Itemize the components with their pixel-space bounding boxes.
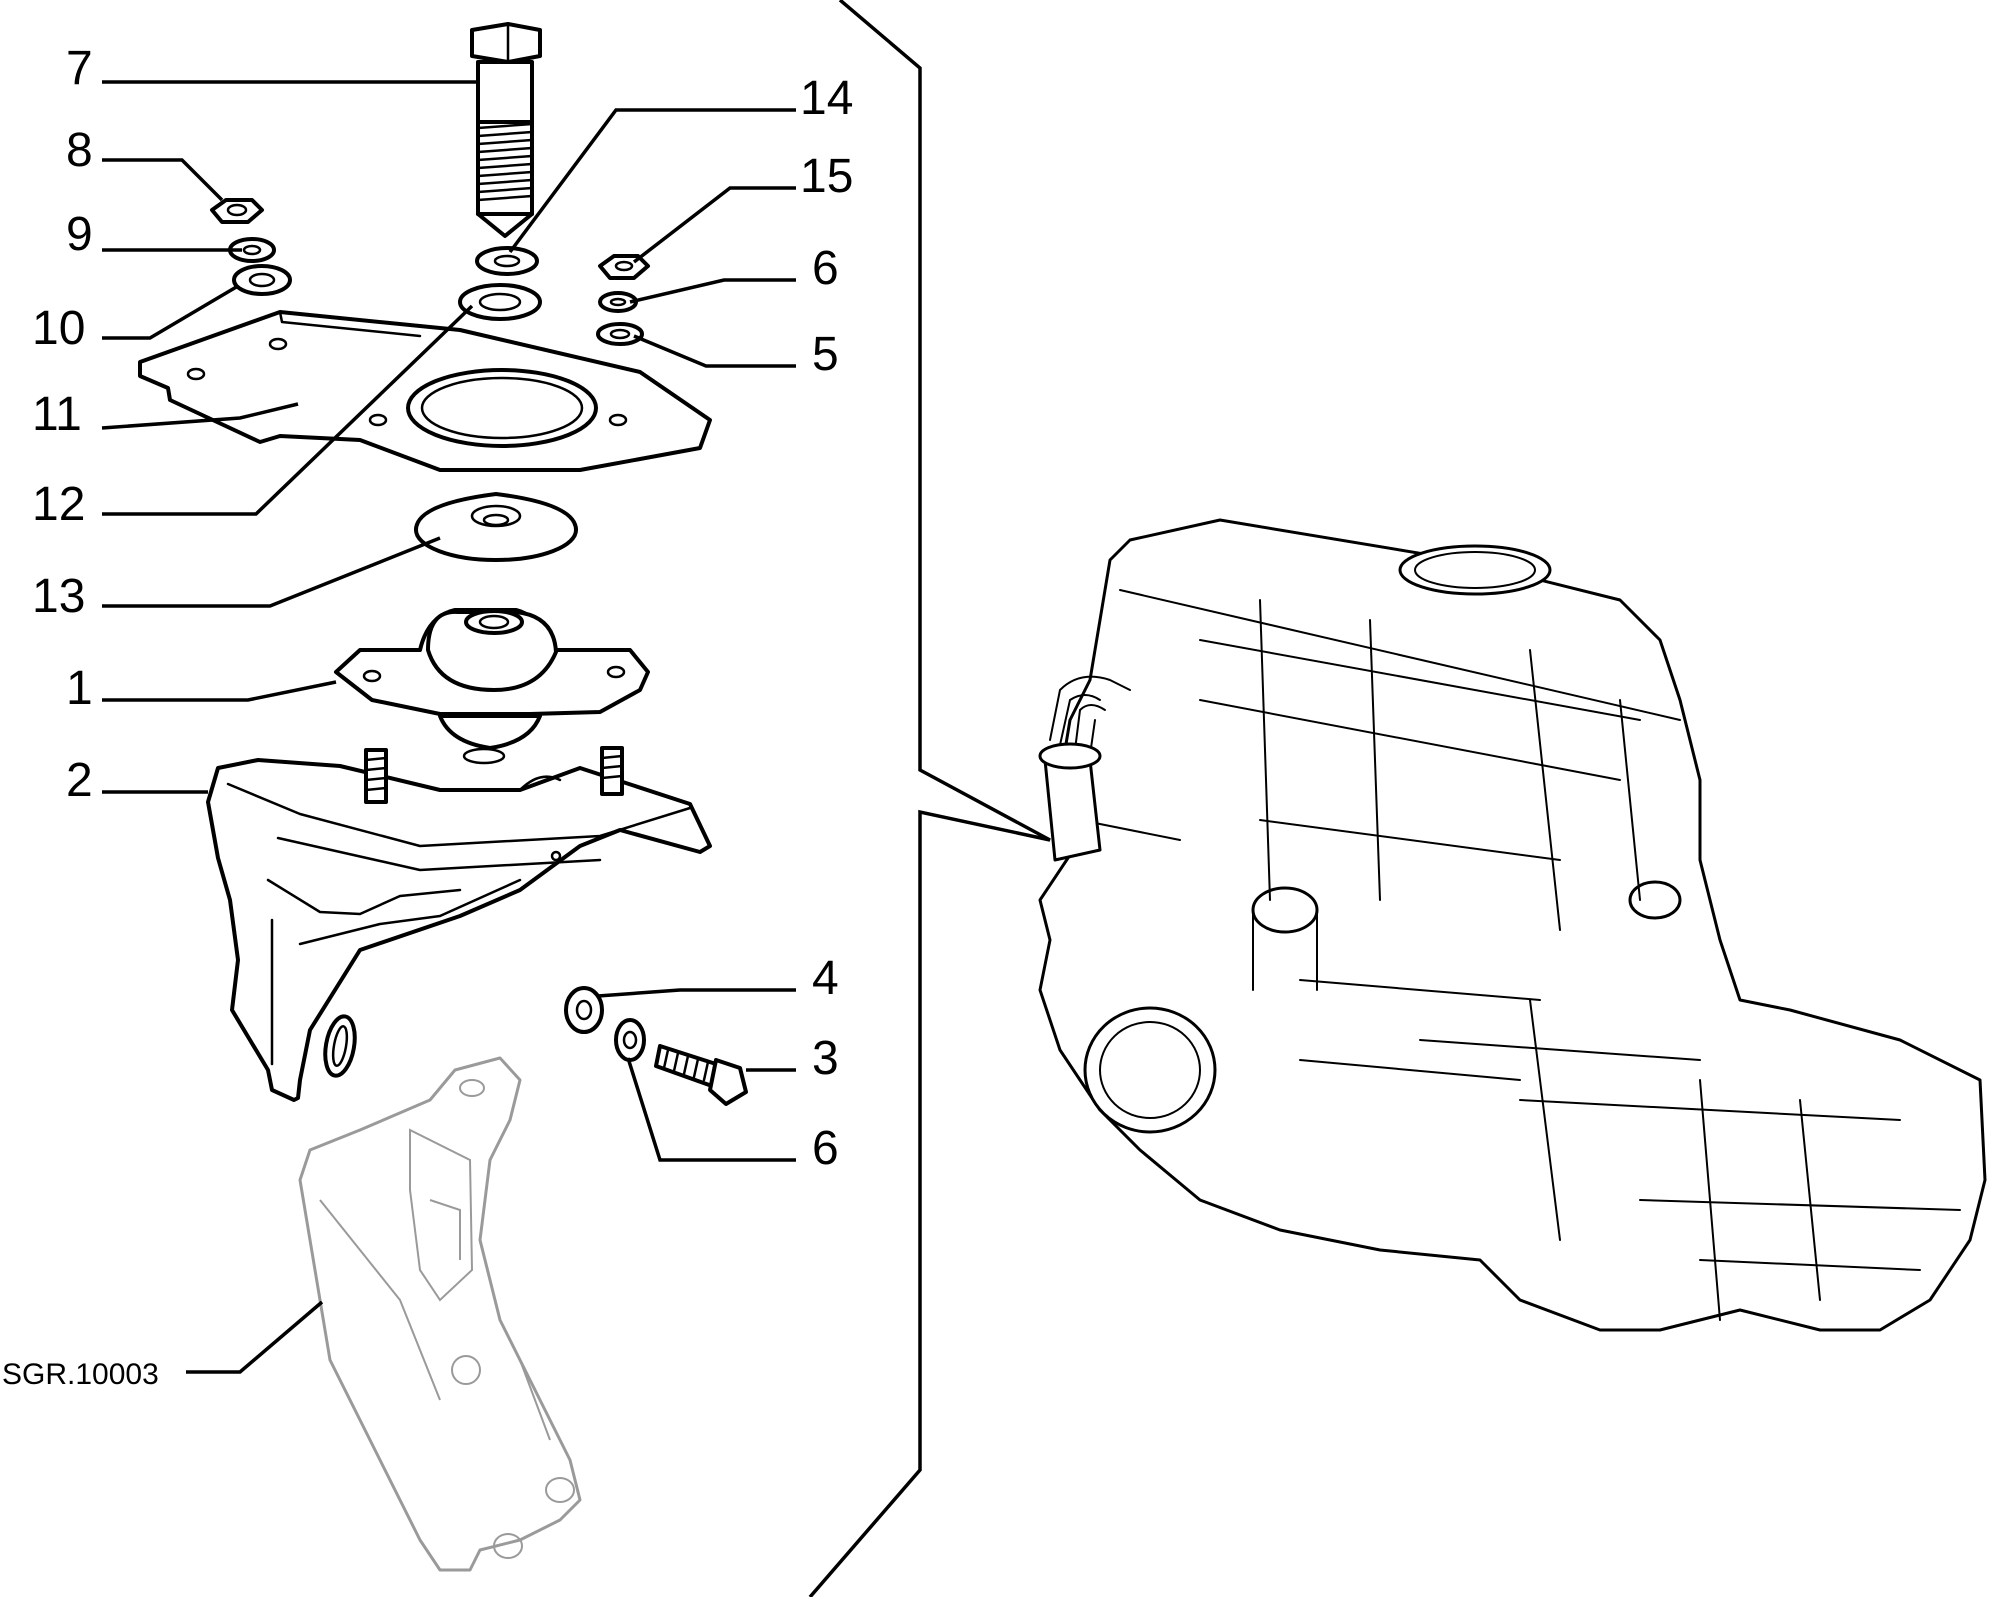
flat-washer-part-5 bbox=[596, 322, 644, 346]
spring-washer-part-6-lower bbox=[614, 1018, 646, 1062]
support-bracket-part-2 bbox=[206, 746, 712, 1102]
nut-part-8 bbox=[210, 198, 264, 224]
flat-washer-part-10 bbox=[232, 264, 292, 296]
callout-3: 3 bbox=[812, 1032, 839, 1085]
callout-7: 7 bbox=[66, 42, 93, 95]
rubber-mount-part-1 bbox=[334, 608, 650, 765]
callout-6-lower: 6 bbox=[812, 1122, 839, 1175]
callout-10: 10 bbox=[32, 302, 85, 355]
reference-bracket-ghost bbox=[298, 1056, 582, 1572]
callout-5: 5 bbox=[812, 328, 839, 381]
bolt-part-7 bbox=[470, 22, 542, 238]
flat-washer-part-12 bbox=[458, 283, 542, 321]
callout-11: 11 bbox=[32, 388, 82, 441]
callout-12: 12 bbox=[32, 478, 85, 531]
bolt-part-3 bbox=[654, 1044, 748, 1106]
flat-washer-part-4 bbox=[564, 986, 604, 1034]
nut-part-15 bbox=[598, 254, 650, 280]
callout-9: 9 bbox=[66, 208, 93, 261]
callout-8: 8 bbox=[66, 124, 93, 177]
mounting-plate-part-11 bbox=[138, 310, 712, 472]
callout-6-upper: 6 bbox=[812, 242, 839, 295]
callout-4: 4 bbox=[812, 952, 839, 1005]
reference-code-label: SGR.10003 bbox=[2, 1358, 159, 1391]
callout-1: 1 bbox=[66, 662, 93, 715]
rubber-pad-part-13 bbox=[414, 492, 578, 562]
spring-washer-part-14 bbox=[475, 246, 539, 276]
callout-13: 13 bbox=[32, 570, 85, 623]
section-divider bbox=[808, 0, 1051, 1597]
gearbox-assembly bbox=[1038, 518, 1987, 1332]
callout-14: 14 bbox=[800, 72, 853, 125]
leader-lines bbox=[101, 80, 796, 1374]
callout-15: 15 bbox=[800, 150, 853, 203]
callout-2: 2 bbox=[66, 754, 93, 807]
